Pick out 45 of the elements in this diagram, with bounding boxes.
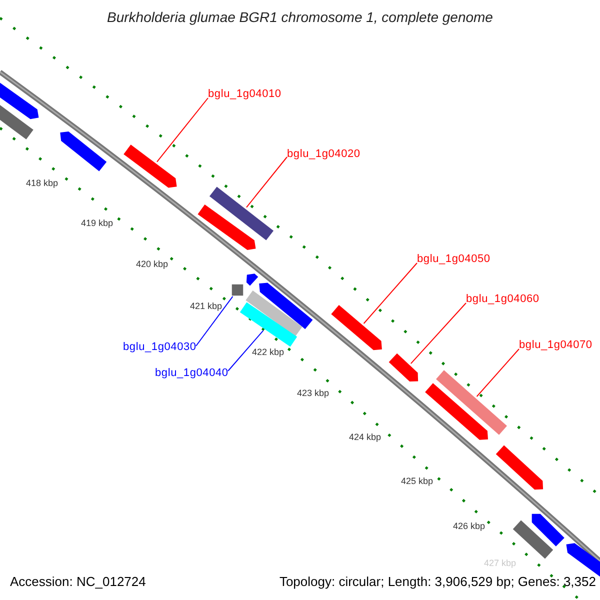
gene-label: bglu_1g04010	[208, 88, 282, 100]
leader-line	[246, 156, 288, 208]
gene-bar	[0, 102, 34, 140]
gene-bar	[246, 290, 302, 336]
leader-line	[196, 296, 234, 346]
scale-tick-label: 423 kbp	[296, 388, 330, 398]
gene-pointed-bar	[0, 80, 39, 120]
leader-line	[156, 98, 208, 162]
gene-pointed-bar	[425, 383, 488, 440]
diagram-title: Burkholderia glumae BGR1 chromosome 1, complete genome	[106, 9, 494, 25]
scale-tick-label: 420 kbp	[136, 259, 168, 269]
gene-label: bglu_1g04030	[123, 341, 196, 353]
scale-tick-label: 425 kbp	[400, 476, 434, 486]
gene-square	[232, 284, 244, 296]
gene-pointed-bar	[496, 445, 544, 490]
gene-label: bglu_1g04020	[287, 148, 360, 160]
gene-pointed-bar	[198, 204, 256, 250]
gene-pointed-bar	[259, 282, 313, 330]
gene-label: bglu_1g04040	[155, 367, 228, 379]
scale-tick-label: 421 kbp	[190, 301, 222, 311]
gene-label: bglu_1g04070	[519, 339, 592, 351]
genome-info-text: Topology: circular; Length: 3,906,529 bp; Genes: 3,352	[279, 574, 596, 589]
scale-tick-label: 418 kbp	[26, 178, 58, 188]
gene-label: bglu_1g04050	[417, 253, 490, 265]
gene-pointed-bar	[532, 514, 564, 546]
accession-text: Accession: NC_012724	[10, 574, 146, 589]
scale-tick-label: 419 kbp	[80, 218, 114, 228]
gene-bar	[436, 370, 507, 435]
gene-pointed-bar	[388, 353, 418, 382]
gene-pointed-bar	[124, 144, 177, 188]
scale-tick-label: 424 kbp	[348, 432, 382, 442]
gene-pointed-bar	[566, 543, 600, 578]
gene-bar	[240, 302, 298, 347]
gene-bar	[209, 186, 274, 240]
scale-tick-label: 426 kbp	[452, 521, 486, 531]
gene-label: bglu_1g04060	[466, 293, 540, 305]
leader-line	[363, 262, 418, 324]
gene-pointed-bar	[246, 274, 258, 286]
gene-pointed-bar	[331, 305, 382, 350]
gene-pointed-bar	[60, 132, 107, 172]
gene-bar	[512, 520, 554, 559]
scale-tick-label: 422 kbp	[252, 347, 284, 357]
leader-line	[228, 330, 264, 372]
leader-line	[410, 302, 466, 364]
leader-line	[476, 348, 520, 398]
